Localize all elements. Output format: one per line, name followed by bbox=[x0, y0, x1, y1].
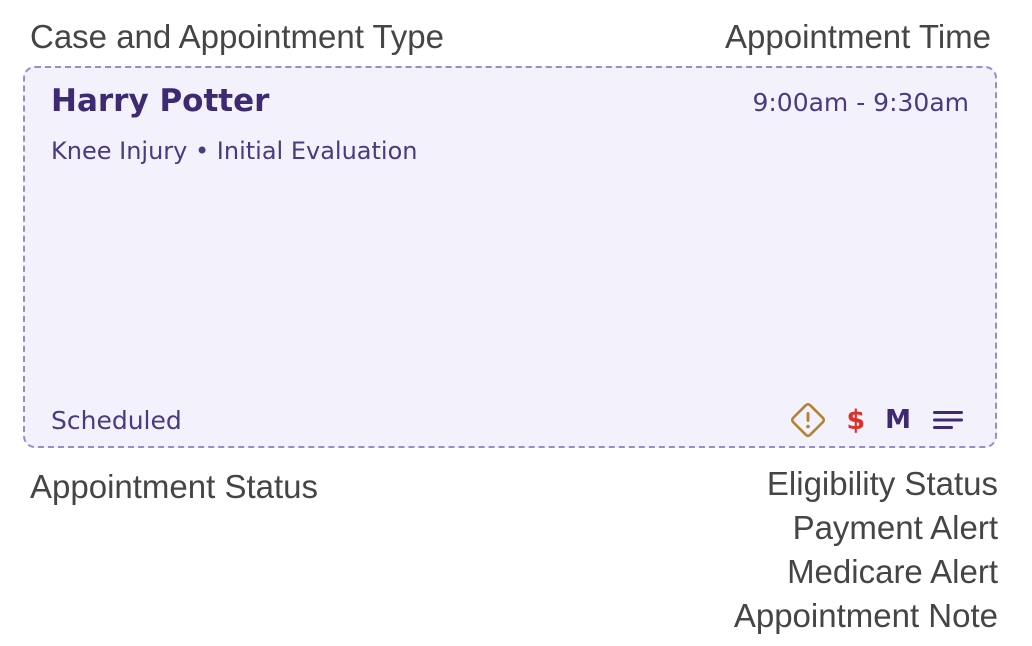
medicare-alert-icon[interactable]: M bbox=[885, 405, 911, 435]
eligibility-warning-icon[interactable] bbox=[790, 402, 826, 438]
alert-icons: $ M bbox=[790, 402, 965, 438]
eligibility-status-label: Eligibility Status bbox=[766, 465, 998, 502]
case-and-appointment-type-label: Case and Appointment Type bbox=[30, 18, 445, 55]
appointment-status: Scheduled bbox=[51, 406, 182, 435]
note-lines-icon[interactable] bbox=[931, 402, 965, 438]
appointment-card[interactable]: Harry Potter 9:00am - 9:30am Knee Injury… bbox=[23, 66, 997, 448]
separator-dot: • bbox=[195, 137, 210, 165]
medicare-alert-label: Medicare Alert bbox=[787, 553, 998, 590]
patient-name: Harry Potter bbox=[51, 83, 270, 119]
appointment-time: 9:00am - 9:30am bbox=[752, 88, 969, 117]
payment-alert-icon[interactable]: $ bbox=[846, 404, 866, 436]
case-and-type: Knee Injury • Initial Evaluation bbox=[51, 137, 417, 165]
appointment-note-label: Appointment Note bbox=[733, 597, 998, 634]
case-name: Knee Injury bbox=[51, 137, 188, 165]
appointment-status-label: Appointment Status bbox=[30, 468, 319, 505]
appointment-time-label: Appointment Time bbox=[725, 18, 991, 55]
payment-alert-label: Payment Alert bbox=[792, 509, 998, 546]
appointment-type: Initial Evaluation bbox=[216, 137, 418, 165]
alert-legend: Eligibility Status Payment Alert Medicar… bbox=[734, 462, 998, 638]
